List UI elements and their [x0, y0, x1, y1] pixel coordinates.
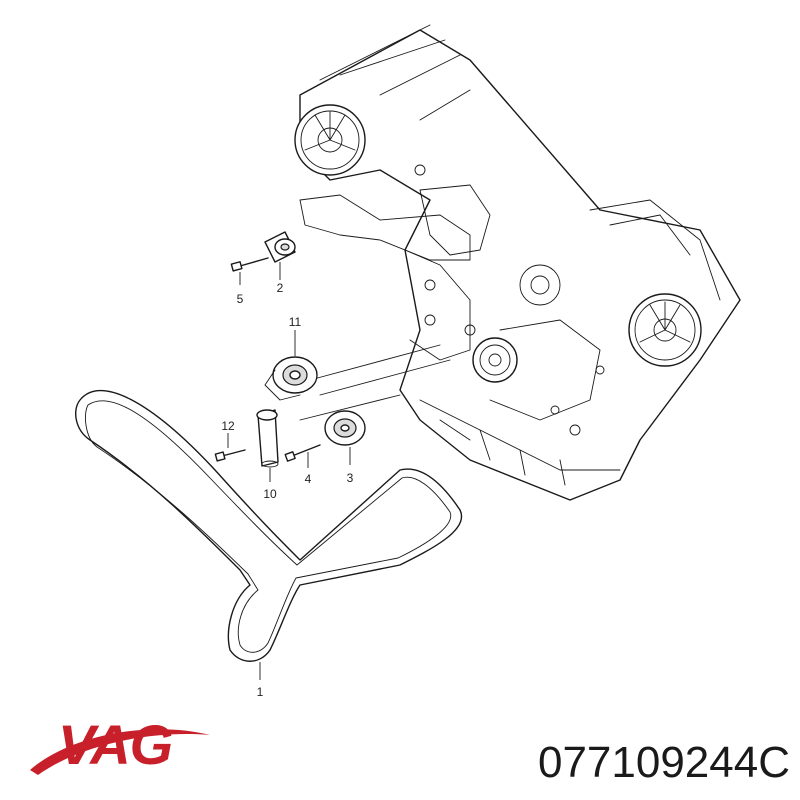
roller-2	[264, 231, 296, 263]
idler-roller-11	[264, 356, 318, 401]
svg-text:12: 12	[221, 419, 235, 433]
vag-logo: VAG	[58, 713, 173, 776]
callout-label-1: 1	[257, 662, 264, 699]
camshaft-sprocket-left	[294, 104, 366, 176]
callout-label-4: 4	[305, 452, 312, 486]
bolt-5	[230, 257, 269, 272]
svg-text:10: 10	[263, 487, 277, 501]
callout-label-2: 2	[277, 262, 284, 295]
callout-label-10: 10	[263, 468, 277, 501]
part-number: 077109244C	[537, 738, 790, 787]
callout-label-3: 3	[347, 447, 354, 485]
svg-text:5: 5	[237, 292, 244, 306]
camshaft-sprocket-right	[628, 293, 702, 367]
crankshaft-sprocket	[472, 337, 518, 383]
vag-logo-swoosh	[30, 729, 210, 775]
callout-label-5: 5	[237, 272, 244, 306]
tensioner-alignment-lines	[299, 344, 451, 421]
svg-text:3: 3	[347, 471, 354, 485]
tensioner-damper-10	[256, 409, 279, 468]
bolt-4	[284, 444, 321, 462]
svg-text:2: 2	[277, 281, 284, 295]
timing-belt-1	[74, 389, 463, 662]
tension-roller-3	[324, 410, 366, 446]
svg-text:4: 4	[305, 472, 312, 486]
callout-label-11: 11	[289, 315, 302, 356]
svg-text:1: 1	[257, 685, 264, 699]
bolt-12	[214, 449, 246, 462]
callout-label-12: 12	[221, 419, 235, 448]
svg-text:11: 11	[289, 315, 302, 329]
engine-block	[299, 24, 741, 501]
